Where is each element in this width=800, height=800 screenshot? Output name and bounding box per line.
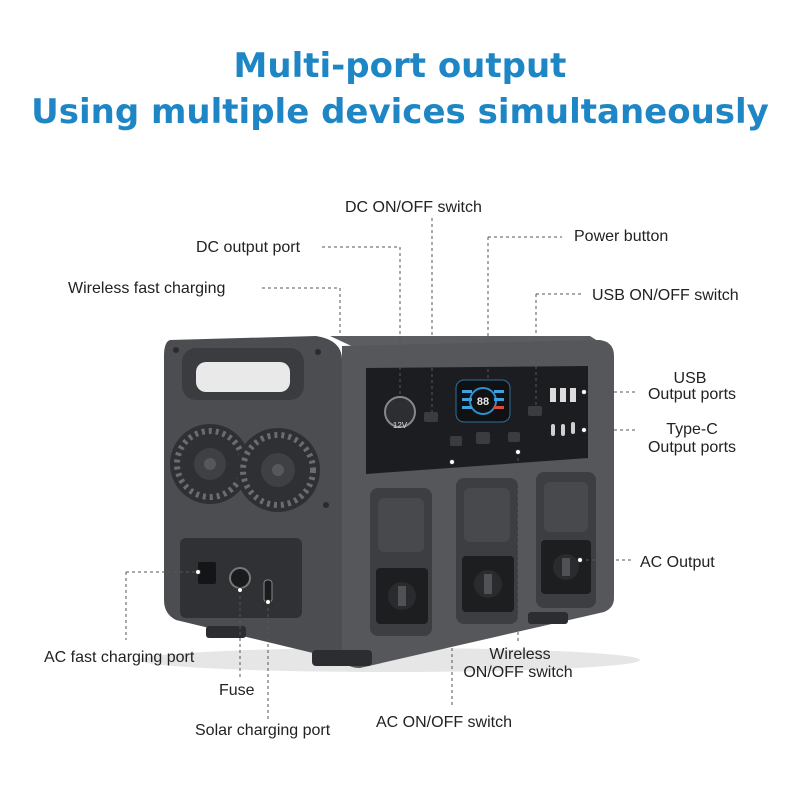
display-value: 88 bbox=[477, 396, 489, 408]
ac-switch-button bbox=[508, 432, 520, 442]
typec-output-ports bbox=[551, 422, 575, 436]
label-ac-output: AC Output bbox=[640, 554, 715, 571]
dc-switch-button bbox=[424, 412, 438, 422]
power-button bbox=[476, 432, 490, 444]
title-line-2: Using multiple devices simultaneously bbox=[31, 92, 769, 132]
fan-right-icon bbox=[236, 428, 320, 512]
label-dc-switch: DC ON/OFF switch bbox=[345, 199, 482, 216]
handle-opening bbox=[196, 362, 290, 392]
front-body: 12V 88 bbox=[206, 340, 614, 668]
label-usb-ports-1: USB bbox=[673, 370, 707, 387]
label-typec-1: Type-C bbox=[666, 421, 718, 438]
label-power-button: Power button bbox=[574, 228, 669, 245]
label-solar: Solar charging port bbox=[195, 722, 331, 739]
label-wireless-switch-2: ON/OFF switch bbox=[463, 664, 573, 681]
title-line-1: Multi-port output bbox=[233, 46, 567, 86]
ac-fast-charging-port bbox=[198, 562, 216, 584]
usb-switch-button bbox=[528, 406, 542, 416]
label-usb-ports-2: Output ports bbox=[647, 386, 737, 403]
fuse-icon bbox=[229, 567, 251, 589]
ac-outlet-3 bbox=[536, 472, 596, 608]
ac-outlet-2 bbox=[456, 478, 518, 624]
dc-socket-label: 12V bbox=[393, 421, 408, 430]
solar-charging-port bbox=[263, 579, 273, 603]
label-ac-switch: AC ON/OFF switch bbox=[376, 714, 513, 731]
label-dc-output: DC output port bbox=[196, 239, 301, 256]
side-body bbox=[164, 336, 342, 660]
usb-output-ports bbox=[550, 388, 576, 402]
label-typec-2: Output ports bbox=[647, 439, 737, 456]
label-wireless-charging: Wireless fast charging bbox=[68, 280, 226, 297]
leader-dots bbox=[195, 389, 587, 605]
ac-outlet-1 bbox=[370, 488, 432, 636]
wireless-switch-button bbox=[450, 436, 462, 446]
leader-lines bbox=[125, 218, 636, 720]
label-ac-fast-charging: AC fast charging port bbox=[44, 649, 195, 666]
label-wireless-switch-1: Wireless bbox=[489, 646, 551, 663]
label-fuse: Fuse bbox=[219, 682, 255, 699]
label-usb-switch: USB ON/OFF switch bbox=[592, 287, 739, 304]
dc-output-port bbox=[384, 396, 416, 428]
